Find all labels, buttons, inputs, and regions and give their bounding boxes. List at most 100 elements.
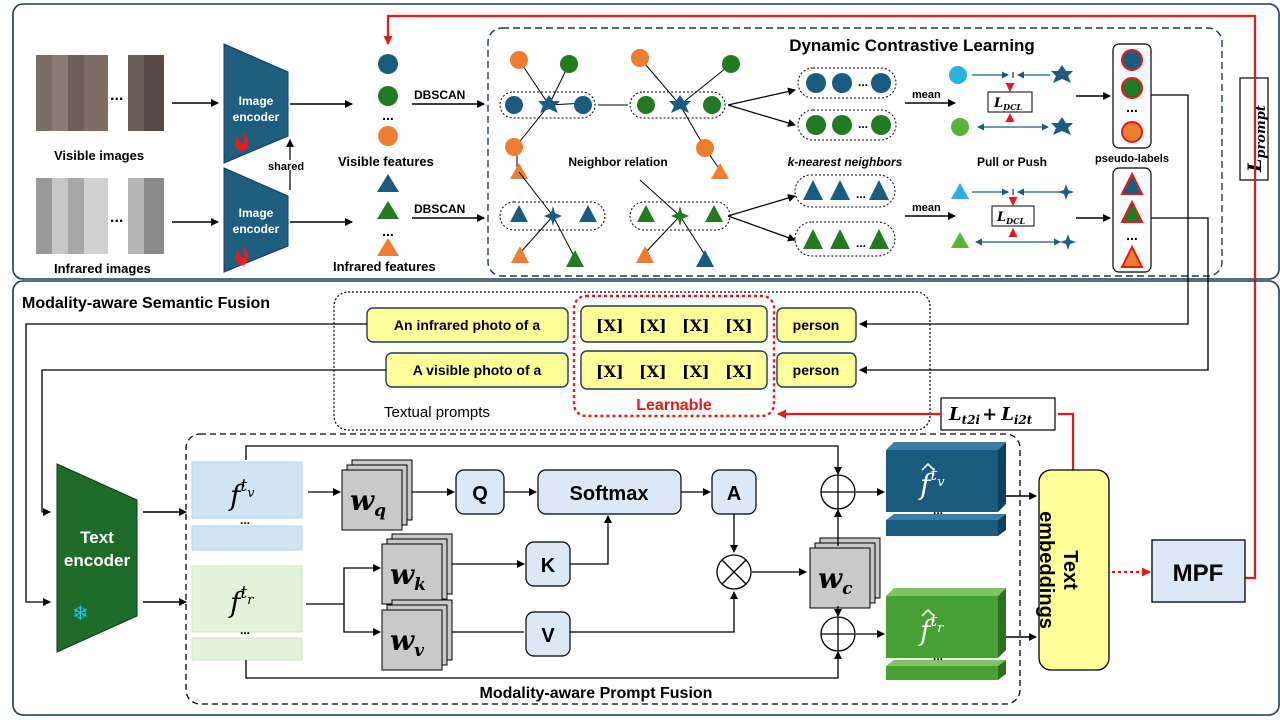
- dbscan-label-visible: DBSCAN: [414, 88, 465, 102]
- flame-icon: [235, 246, 249, 266]
- mpf-box: [185, 433, 1021, 705]
- svg-text:...: ...: [110, 209, 123, 226]
- infrared-feature-column: ...: [377, 174, 399, 256]
- infrared-features-label: Infrared features: [333, 259, 436, 274]
- msf-title: Modality-aware Semantic Fusion: [22, 295, 270, 312]
- mpf-title: Modality-aware Prompt Fusion: [480, 685, 713, 702]
- svg-text:Image: Image: [239, 94, 274, 108]
- svg-text:[X]: [X]: [596, 316, 624, 335]
- pseudo-labels-visible: ...: [1112, 43, 1152, 149]
- svg-text:...: ...: [240, 623, 250, 637]
- svg-text:...: ...: [110, 87, 123, 104]
- svg-text:encoder: encoder: [64, 551, 131, 570]
- visible-images-label: Visible images: [54, 148, 144, 163]
- msf-panel: [12, 280, 1280, 716]
- svg-text:[X]: [X]: [682, 362, 710, 381]
- svg-text:person: person: [793, 317, 840, 333]
- svg-text:MPF: MPF: [1173, 560, 1224, 587]
- svg-text:...: ...: [933, 649, 943, 663]
- fused-infrared-feature: ftr ...: [886, 588, 1006, 680]
- svg-text:A visible photo of a: A visible photo of a: [413, 362, 542, 378]
- pseudo-labels-label: pseudo-labels: [1095, 153, 1169, 165]
- neighbor-graph-visible-2: [629, 49, 740, 179]
- svg-text:Lt2i+Li2t: Lt2i+Li2t: [948, 404, 1033, 427]
- svg-text:Text: Text: [1059, 550, 1081, 590]
- svg-text:wk: wk: [390, 558, 426, 595]
- learnable-box: [572, 294, 776, 418]
- visible-features-label: Visible features: [338, 154, 434, 169]
- red-feedback-line: [383, 14, 1257, 580]
- text-encoder: Text encoder ❄: [56, 463, 138, 653]
- v-box: [525, 611, 571, 657]
- infrared-images: ...: [36, 178, 164, 254]
- infrared-prompt-tokens: [580, 305, 768, 343]
- add-op-infrared: [820, 616, 856, 652]
- svg-text:...: ...: [858, 75, 868, 89]
- infrared-images-label: Infrared images: [54, 261, 151, 276]
- neighbor-graph-infrared-1: [499, 171, 606, 267]
- visible-feature-column: ...: [378, 54, 398, 146]
- svg-text:K: K: [541, 555, 556, 577]
- svg-text:...: ...: [1126, 99, 1138, 115]
- dbscan-label-infrared: DBSCAN: [414, 202, 465, 216]
- svg-text:LDCL: LDCL: [993, 96, 1022, 112]
- svg-text:[X]: [X]: [596, 362, 624, 381]
- pseudo-labels-infrared: ...: [1112, 167, 1152, 273]
- infrared-text-feature: ftr ...: [191, 565, 303, 661]
- weight-wq: wq: [341, 459, 413, 531]
- svg-text:wq: wq: [350, 484, 386, 521]
- knn-visible-green: ...: [797, 109, 897, 141]
- infrared-prompt-text: [366, 307, 569, 343]
- svg-text:...: ...: [1126, 227, 1138, 243]
- svg-text:embeddings: embeddings: [1035, 511, 1057, 629]
- weight-wk: wk: [381, 533, 453, 605]
- svg-text:...: ...: [856, 236, 866, 250]
- fused-visible-feature: ftv ...: [886, 442, 1006, 536]
- textual-prompts-box: [333, 291, 931, 431]
- svg-text:Text: Text: [80, 528, 114, 547]
- svg-text:[X]: [X]: [725, 362, 753, 381]
- knn-infrared-green: ...: [794, 221, 896, 257]
- svg-text:LDCL: LDCL: [996, 210, 1025, 226]
- svg-text:[X]: [X]: [639, 316, 667, 335]
- add-op-visible: [820, 474, 856, 510]
- pull-push-visible: LDCL: [949, 65, 1073, 136]
- svg-text:V: V: [541, 625, 555, 647]
- image-encoder-infrared: Image encoder: [223, 167, 289, 273]
- visible-text-feature: ftv ...: [191, 461, 303, 551]
- visible-prompt-tokens: [580, 350, 768, 390]
- pull-push-label: Pull or Push: [977, 155, 1047, 169]
- neighbor-relation-label: Neighbor relation: [568, 155, 667, 169]
- svg-text:wc: wc: [818, 562, 853, 599]
- svg-text:...: ...: [856, 187, 866, 201]
- flame-icon: [235, 132, 249, 152]
- svg-text:...: ...: [858, 117, 868, 131]
- svg-text:A: A: [727, 483, 741, 505]
- svg-text:[X]: [X]: [639, 362, 667, 381]
- svg-text:...: ...: [382, 107, 394, 123]
- knn-infrared-blue: ...: [794, 174, 896, 208]
- mean-label-visible: mean: [912, 89, 941, 101]
- snowflake-icon: ❄: [72, 601, 89, 625]
- learnable-label: Learnable: [636, 397, 712, 414]
- svg-text:Image: Image: [239, 206, 274, 220]
- knn-label: k-nearest neighbors: [788, 155, 903, 169]
- svg-text:[X]: [X]: [725, 316, 753, 335]
- multiply-op: [716, 554, 752, 590]
- pull-push-infrared: LDCL: [951, 183, 1076, 250]
- svg-text:person: person: [793, 362, 840, 378]
- neighbor-graph-visible-1: [499, 51, 596, 179]
- t2i-i2t-loss-box: [940, 397, 1056, 431]
- svg-text:An infrared photo of a: An infrared photo of a: [394, 317, 540, 333]
- mpf-module-box: [1151, 539, 1246, 603]
- svg-text:...: ...: [933, 503, 943, 517]
- svg-text:[X]: [X]: [682, 316, 710, 335]
- svg-text:wv: wv: [390, 624, 425, 661]
- visible-images: ...: [36, 55, 164, 131]
- svg-text:Q: Q: [472, 483, 488, 505]
- mean-label-infrared: mean: [912, 202, 941, 214]
- weight-wv: wv: [381, 599, 453, 671]
- svg-text:Softmax: Softmax: [570, 483, 649, 505]
- textual-prompts-label: Textual prompts: [384, 404, 490, 421]
